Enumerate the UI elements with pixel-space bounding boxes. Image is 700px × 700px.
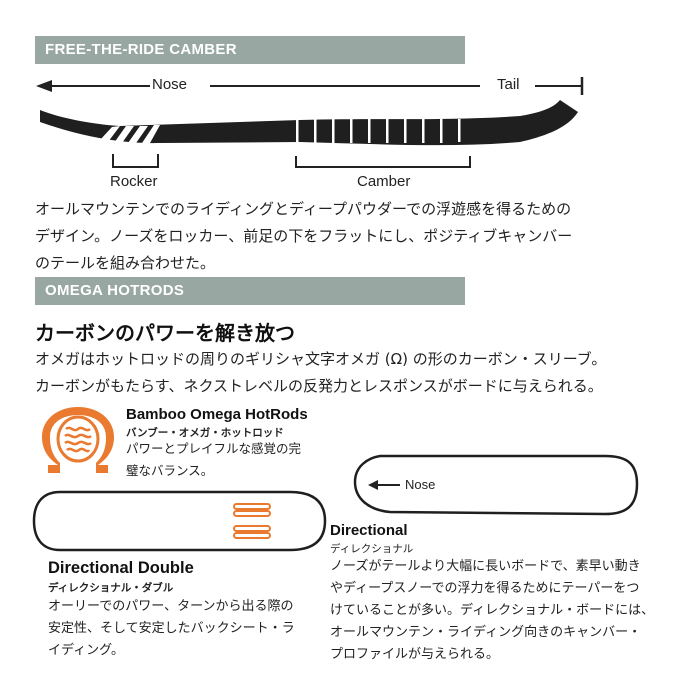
bamboo-description-line: 璧なバランス。 [126, 463, 214, 478]
arrow-head-icon [36, 80, 52, 92]
directional-description-line: やディープスノーでの浮力を得るためにテーパーをつ [330, 581, 640, 596]
bamboo-description-line: パワーとプレイフルな感覚の完 [126, 441, 302, 456]
camber-description: オールマウンテンでのライディングとディープパウダーでの浮遊感を得るための デザイ… [35, 196, 572, 277]
rocker-label: Rocker [110, 173, 158, 190]
directional-double-subtitle: ディレクショナル・ダブル [48, 582, 174, 594]
tail-label: Tail [497, 76, 520, 93]
camber-label: Camber [357, 173, 411, 190]
rocker-bracket [112, 154, 159, 168]
directional-description-line: オールマウンテン・ライディング向きのキャンバー・ [330, 625, 642, 640]
omega-heading: カーボンのパワーを解き放つ [35, 321, 295, 345]
directional-double-description-line: 安定性、そして安定したバックシート・ラ [48, 621, 295, 636]
camber-description-line: デザイン。ノーズをロッカー、前足の下をフラットにし、ポジティブキャンバー [35, 227, 573, 245]
bamboo-subtitle: バンブー・オメガ・ホットロッド [126, 427, 284, 439]
nose-label: Nose [152, 76, 188, 93]
directional-title: Directional [330, 522, 408, 539]
board-profile [40, 100, 578, 146]
directional-double-description: オーリーでのパワー、ターンから出る際の 安定性、そして安定したバックシート・ラ … [48, 596, 295, 662]
directional-nose-label: Nose [405, 477, 436, 492]
camber-bracket [295, 156, 471, 168]
omega-banner: OMEGA HOTRODS [35, 277, 465, 305]
directional-double-title: Directional Double [48, 559, 194, 577]
directional-description-line: けていることが多い。ディレクショナル・ボードには、 [330, 603, 655, 618]
omega-hotrod-icon [42, 407, 114, 473]
camber-dashes [296, 118, 461, 143]
directional-subtitle: ディレクショナル [330, 543, 414, 555]
directional-description-line: ノーズがテールより大幅に長いボードで、素早い動き [330, 559, 641, 574]
omega-description-line: カーボンがもたらす、ネクストレベルの反発力とレスポンスがボードに与えられる。 [35, 377, 603, 395]
directional-board [353, 454, 639, 516]
camber-description-line: のテールを組み合わせた。 [35, 254, 216, 272]
hotrod-stripe [233, 503, 271, 510]
camber-banner: FREE-THE-RIDE CAMBER [35, 36, 465, 64]
directional-double-board [32, 490, 327, 552]
rocker-stripes [100, 125, 160, 143]
omega-description: オメガはホットロッドの周りのギリシャ文字オメガ (Ω) の形のカーボン・スリーブ… [35, 346, 606, 400]
hotrod-stripe [233, 510, 271, 517]
bamboo-title: Bamboo Omega HotRods [126, 406, 308, 423]
camber-description-line: オールマウンテンでのライディングとディープパウダーでの浮遊感を得るための [35, 200, 572, 218]
directional-double-description-line: イディング。 [48, 643, 125, 658]
directional-description-line: プロファイルが与えられる。 [330, 647, 500, 662]
directional-double-description-line: オーリーでのパワー、ターンから出る際の [48, 599, 294, 614]
directional-description: ノーズがテールより大幅に長いボードで、素早い動き やディープスノーでの浮力を得る… [330, 556, 654, 666]
omega-description-line: オメガはホットロッドの周りのギリシャ文字オメガ (Ω) の形のカーボン・スリーブ… [35, 350, 607, 368]
nose-arrow-icon [368, 480, 378, 490]
hotrod-stripe [233, 525, 271, 532]
hotrod-stripe [233, 532, 271, 539]
camber-profile-diagram [36, 77, 584, 168]
bamboo-description: パワーとプレイフルな感覚の完 璧なバランス。 [126, 438, 301, 482]
